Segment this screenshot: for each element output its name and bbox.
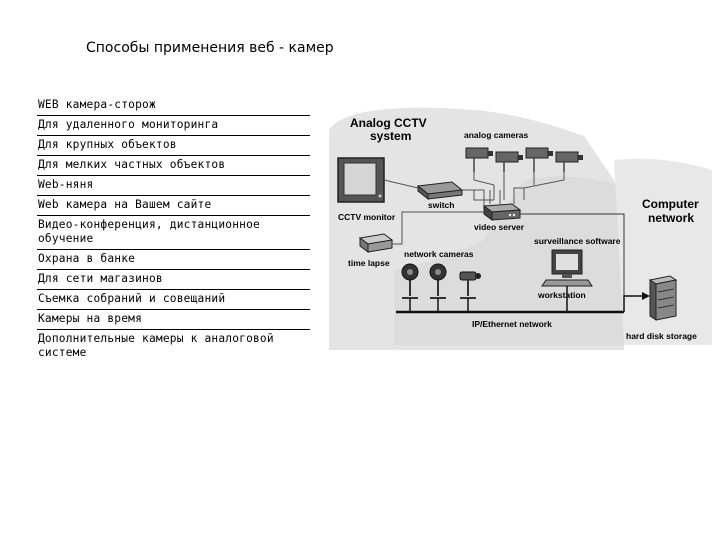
workstation-icon [541,249,593,287]
cctv-network-diagram: Analog CCTV system analog cameras CCTV m… [329,107,712,350]
analog-cameras-label: analog cameras [464,130,529,140]
list-item: Web-няня [37,176,310,196]
list-item: Для мелких частных объектов [37,156,310,176]
list-item: Для сети магазинов [37,270,310,290]
server-connections [392,190,494,245]
network-camera-icon [401,263,419,299]
uses-list: WEB камера-сторож Для удаленного монитор… [37,96,310,363]
arrow-icon [642,292,650,300]
video-server-label: video server [474,222,525,232]
list-item: Для крупных объектов [37,136,310,156]
list-item: Дополнительные камеры к аналоговой систе… [38,332,274,359]
workstation-label: workstation [537,290,586,300]
list-item: Web камера на Вашем сайте [37,196,310,216]
list-item: Съемка собраний и совещаний [37,290,310,310]
analog-camera-icon [495,151,523,172]
computer-network-label-1: Computer [642,197,699,211]
video-server-icon [482,203,522,221]
analog-cctv-label-1: Analog CCTV [350,116,427,130]
ip-network-label: IP/Ethernet network [472,319,552,329]
analog-camera-icon [525,147,553,172]
time-lapse-icon [358,233,394,253]
analog-camera-icon [555,151,583,172]
list-item: WEB камера-сторож [37,96,310,116]
hard-disk-storage-label: hard disk storage [626,331,697,341]
list-item: Охрана в банке [37,250,310,270]
storage-link [623,295,642,312]
surveillance-software-label: surveillance software [534,236,621,246]
cctv-monitor-icon [337,157,385,203]
analog-cctv-label-2: system [370,129,411,143]
list-item: Видео-конференция, дистанционное обучени… [37,216,310,250]
hard-disk-storage-icon [648,275,678,321]
cctv-monitor-label: CCTV monitor [338,212,396,222]
network-camera-icon [429,263,447,299]
time-lapse-label: time lapse [348,258,390,268]
computer-network-label-2: network [648,211,694,225]
analog-connections [383,179,524,206]
list-item: Для удаленного мониторинга [37,116,310,136]
network-cameras-label: network cameras [404,249,474,259]
network-drops [409,286,568,312]
switch-icon [416,181,464,201]
list-item: Камеры на время [37,310,310,330]
page-title: Способы применения веб - камер [86,40,334,56]
switch-label: switch [428,200,454,210]
analog-camera-icon [465,147,493,172]
computer-network-background [614,158,712,345]
